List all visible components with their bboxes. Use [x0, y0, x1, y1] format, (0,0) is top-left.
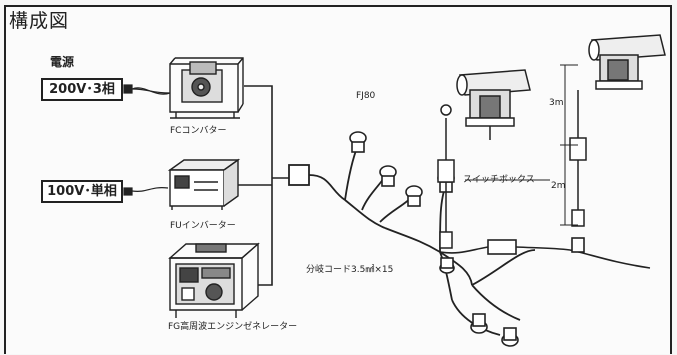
branch-cord-label: 分岐コード3.5㎟×15	[306, 265, 394, 275]
plug-cord-100v	[123, 187, 169, 196]
single-phase-box: 100V･単相	[41, 180, 123, 203]
three-phase-box: 200V･3相	[41, 78, 123, 101]
fg-generator-icon	[168, 242, 260, 318]
power-source-heading: 電源	[50, 55, 75, 69]
fj80-label: FJ80	[356, 91, 376, 101]
plug-cord-200v	[123, 84, 171, 95]
page-title: 構成図	[9, 10, 70, 32]
fg-generator-label: FG高周波エンジンゼネレーター	[168, 322, 298, 332]
extension-cord	[439, 237, 651, 269]
fc-converter-icon	[169, 57, 244, 119]
dimension-lines	[465, 64, 578, 226]
dimension-lower-label: 2m	[551, 181, 566, 191]
fu-inverter-label: FUインバーター	[170, 221, 236, 231]
switch-box-left	[437, 159, 455, 249]
diagram-frame	[4, 5, 672, 354]
fj80-clamp-right	[569, 34, 666, 227]
fj80-clamp-left	[440, 69, 531, 160]
fc-converter-label: FCコンバター	[170, 126, 227, 136]
dimension-upper-label: 3m	[549, 98, 564, 108]
supply-wiring	[236, 85, 290, 286]
switch-box-label: スイッチボックス	[463, 175, 535, 185]
fu-inverter-icon	[167, 158, 241, 210]
harness-connectors	[349, 131, 519, 347]
